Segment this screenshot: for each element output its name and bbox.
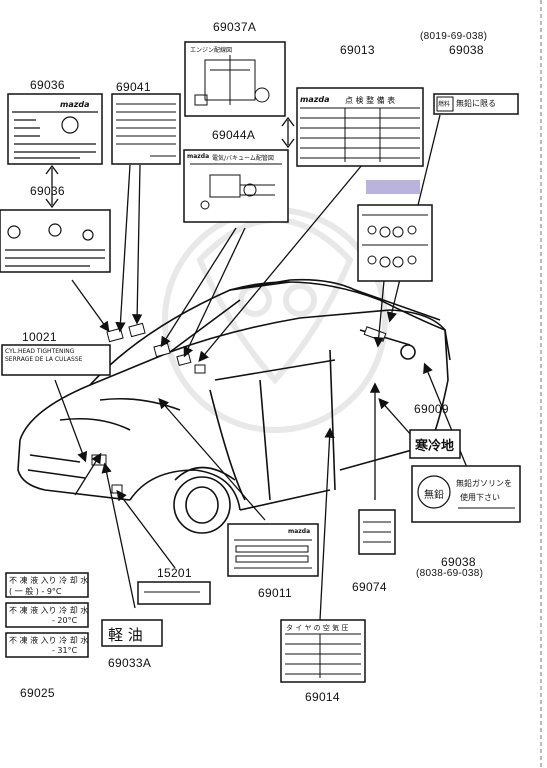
sticker-69038-bottom <box>411 465 521 523</box>
sticker-69009 <box>409 429 461 459</box>
sticker-69036-bottom <box>0 209 111 273</box>
part-number-69009[interactable]: 69009 <box>414 402 449 416</box>
sticker-69074 <box>358 509 396 555</box>
label-10021-line1: CYL.HEAD TIGHTENING <box>5 348 75 355</box>
exchange-arrow-69037A <box>281 116 295 149</box>
part-number-10021[interactable]: 10021 <box>22 330 57 344</box>
sticker-69038-top <box>433 93 519 115</box>
part-number-69013[interactable]: 69013 <box>340 43 375 57</box>
sticker-10021 <box>1 344 111 376</box>
label-69009-text: 寒冷地 <box>415 439 455 454</box>
sticker-69025 <box>5 572 89 658</box>
part-number-69036-top[interactable]: 69036 <box>30 78 65 92</box>
leader-lines <box>54 114 469 621</box>
label-69038-top-text: 無鉛に限る <box>456 99 496 108</box>
label-69038-bottom-line2: 使用下さい <box>460 493 500 502</box>
sticker-69014 <box>280 619 366 683</box>
sticker-69041 <box>111 93 181 165</box>
part-number-69036-bottom[interactable]: 69036 <box>30 184 65 198</box>
exchange-arrow-69036 <box>45 164 59 209</box>
label-69033A-text: 軽 油 <box>108 626 143 644</box>
part-number-15201[interactable]: 15201 <box>157 566 192 580</box>
part-number-69038-top-alt: (8019-69-038) <box>420 31 488 42</box>
label-69038-top-prefix: 燃料 <box>438 101 451 108</box>
sticker-15201 <box>137 581 211 605</box>
label-69038-bottom-circle: 無鉛 <box>424 490 444 501</box>
part-number-69011[interactable]: 69011 <box>258 586 292 600</box>
sticker-69013 <box>296 87 424 167</box>
part-number-69074[interactable]: 69074 <box>352 580 387 594</box>
label-69025-line1b: ( 一 般 ) - 9°C <box>9 587 62 596</box>
lamp-diagram <box>357 204 433 282</box>
highlight-marker <box>366 180 420 194</box>
part-number-69041[interactable]: 69041 <box>116 80 151 94</box>
label-69025-line3b: - 31°C <box>52 646 78 655</box>
label-69013-brand: mazda <box>300 95 330 104</box>
label-69044A-brand: mazda <box>187 153 210 160</box>
label-69044A-title: 電気/バキューム配管図 <box>212 155 274 162</box>
part-number-69038-bottom[interactable]: 69038 <box>441 555 476 569</box>
part-number-69037A[interactable]: 69037A <box>213 20 257 34</box>
label-69025-line3: 不 凍 液 入り 冷 却 水 <box>9 636 89 645</box>
part-number-69038-top[interactable]: 69038 <box>449 43 484 57</box>
part-number-69038-bottom-alt: (8038-69-038) <box>416 568 484 579</box>
sticker-69037A <box>184 41 286 117</box>
label-69037A-title: エンジン配線図 <box>190 47 233 54</box>
part-number-69033A[interactable]: 69033A <box>108 656 152 670</box>
sticker-69011 <box>227 523 319 577</box>
part-number-69044A[interactable]: 69044A <box>212 128 256 142</box>
sticker-69033A <box>101 619 163 647</box>
watermark-crest <box>162 207 388 433</box>
label-69014-title: タ イ ヤ の 空 気 圧 <box>286 624 349 632</box>
part-number-69014[interactable]: 69014 <box>305 690 340 704</box>
label-69013-title: 点 検 整 備 表 <box>345 96 396 105</box>
label-69011-brand: mazda <box>288 528 311 535</box>
part-number-69025[interactable]: 69025 <box>20 686 55 700</box>
sticker-69036-top <box>7 93 103 165</box>
label-69038-bottom-line1: 無鉛ガソリンを <box>456 479 512 488</box>
label-69025-line2b: - 20°C <box>52 616 78 625</box>
label-69036-brand: mazda <box>60 100 90 109</box>
label-69025-line2: 不 凍 液 入り 冷 却 水 <box>9 606 89 615</box>
label-10021-line2: SERRAGE DE LA CULASSE <box>5 356 83 363</box>
label-69025-line1: 不 凍 液 入り 冷 却 水 <box>9 576 89 585</box>
sticker-69044A <box>183 149 289 223</box>
